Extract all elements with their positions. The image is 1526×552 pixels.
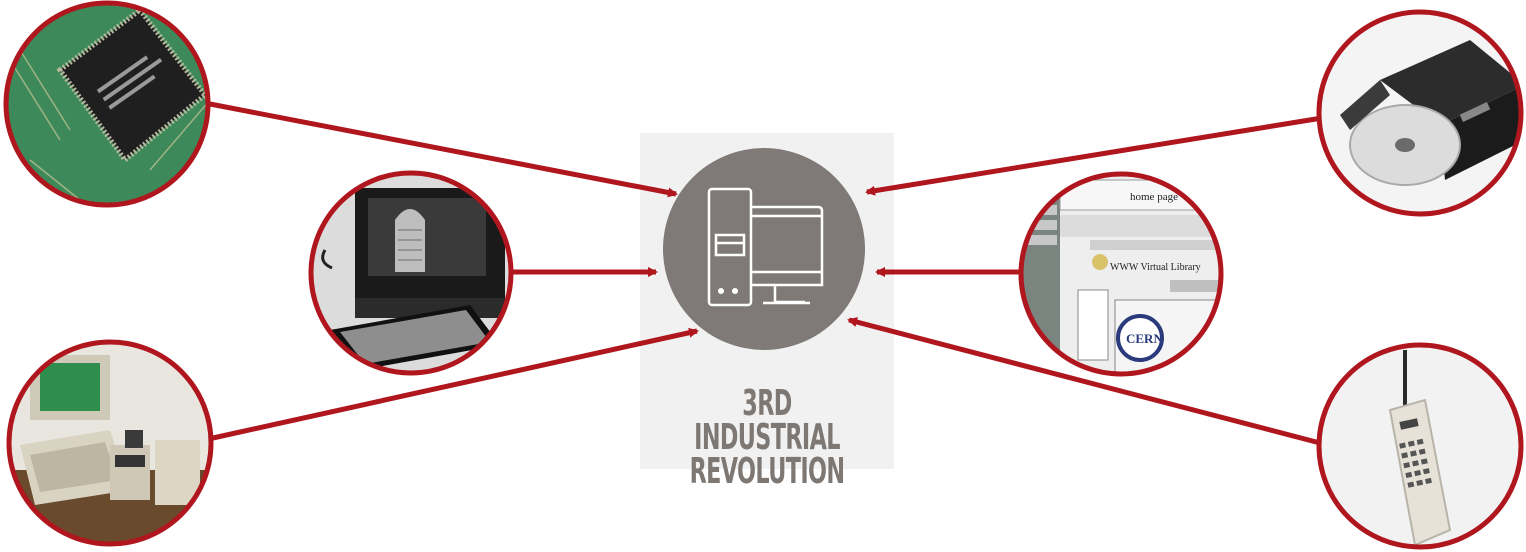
web-browser-screenshot: home page WWW Virtual Library CERN <box>1018 171 1224 377</box>
hub-computer-circle <box>663 148 865 350</box>
arrow-cellphone-to-hub <box>847 317 1321 446</box>
brick-cellphone-photo <box>1316 342 1524 550</box>
microchip-photo <box>3 0 211 208</box>
optical-disc-drive-photo <box>1316 9 1524 217</box>
personal-computer-photo <box>6 339 214 547</box>
arrows <box>209 101 1323 446</box>
www-home-page-text: home page <box>1130 191 1178 203</box>
vintage-computer-photo <box>308 170 514 376</box>
arrow-cd-drive-to-hub <box>865 115 1323 196</box>
www-cern-logo-text: CERN <box>1126 331 1163 346</box>
desktop-computer-icon <box>707 187 824 307</box>
arrow-chip-to-hub <box>209 101 678 198</box>
hub-label-line1: 3RD INDUSTRIAL <box>694 383 840 458</box>
hub-label-line2: REVOLUTION <box>689 451 845 492</box>
svg-text:WWW Virtual Library: WWW Virtual Library <box>1110 262 1201 273</box>
arrow-home-computer-to-hub <box>212 327 699 441</box>
hub-label: 3RD INDUSTRIAL REVOLUTION <box>688 383 845 492</box>
